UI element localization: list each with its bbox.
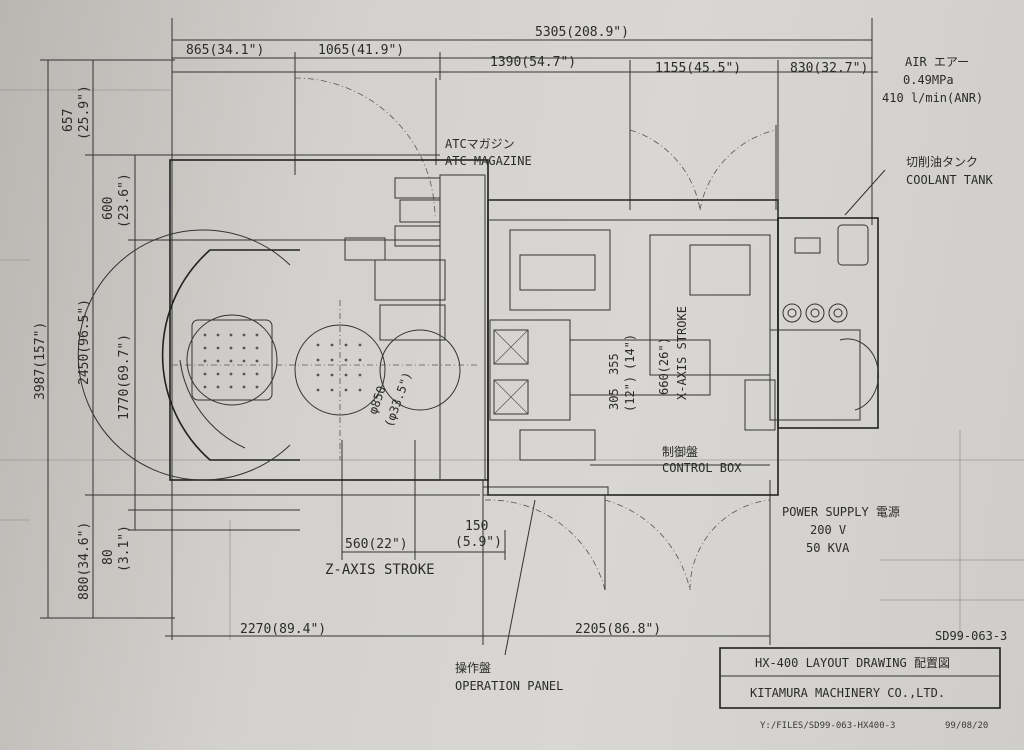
- dim-80-in: (3.1"): [117, 525, 132, 572]
- dim-150-in: (5.9"): [455, 535, 502, 550]
- drawing-date: 99/08/20: [945, 721, 988, 731]
- dim-150: 150: [465, 519, 488, 534]
- air-flow: 410 l/min(ANR): [882, 91, 983, 105]
- dim-657-in: (25.9"): [77, 85, 92, 140]
- dim-830: 830(32.7"): [790, 61, 868, 76]
- dim-1065: 1065(41.9"): [318, 43, 404, 58]
- dim-865: 865(34.1"): [186, 43, 264, 58]
- operation-panel-label-en: OPERATION PANEL: [455, 679, 563, 693]
- left-dimensions: [40, 59, 480, 619]
- power-supply-label: POWER SUPPLY 電源: [782, 505, 900, 519]
- operation-panel-label-jp: 操作盤: [455, 660, 491, 675]
- dim-1155: 1155(45.5"): [655, 61, 741, 76]
- dim-880: 880(34.6"): [77, 522, 92, 600]
- coolant-label-jp: 切削油タンク: [906, 155, 978, 169]
- dim-660: 660(26"): [657, 337, 671, 395]
- control-box-label-en: CONTROL BOX: [662, 461, 742, 475]
- dim-355-in: (14"): [623, 334, 637, 370]
- control-box-label-jp: 制御盤: [662, 444, 698, 459]
- dim-1390: 1390(54.7"): [490, 55, 576, 70]
- company-name: KITAMURA MACHINERY CO.,LTD.: [750, 686, 945, 700]
- dim-phi-850: φ850: [366, 384, 389, 416]
- air-pressure: 0.49MPa: [903, 73, 954, 87]
- drawing-title: HX-400 LAYOUT DRAWING 配置図: [755, 656, 950, 670]
- dim-2450: 2450(96.5"): [77, 299, 92, 385]
- x-axis-stroke-label: X-AXIS STROKE: [675, 306, 689, 400]
- atc-label-jp: ATCマガジン: [445, 137, 515, 151]
- dim-phi-850-in: (φ33.5"): [382, 370, 415, 429]
- dim-657: 657: [61, 109, 76, 132]
- title-block: SD99-063-3 HX-400 LAYOUT DRAWING 配置図 KIT…: [719, 629, 1007, 731]
- z-axis-stroke-label: Z-AXIS STROKE: [325, 562, 435, 578]
- dim-560: 560(22"): [345, 537, 408, 552]
- dim-2270: 2270(89.4"): [240, 622, 326, 637]
- background-show-through: [0, 89, 1024, 640]
- power-voltage: 200 V: [810, 523, 846, 537]
- dim-1770: 1770(69.7"): [117, 334, 132, 420]
- machine-body: [77, 159, 886, 656]
- dim-355: 355: [607, 353, 621, 375]
- dim-305-in: (12"): [623, 376, 637, 412]
- dim-3987: 3987(157"): [33, 322, 48, 400]
- air-label-jp: AIR エアー: [905, 55, 969, 69]
- file-path: Y:/FILES/SD99-063-HX400-3: [760, 721, 895, 731]
- dim-600: 600: [101, 197, 116, 220]
- dim-2205: 2205(86.8"): [575, 622, 661, 637]
- dim-overall-width: 5305(208.9"): [535, 25, 629, 40]
- dim-600-in: (23.6"): [117, 173, 132, 228]
- atc-label-en: ATC MAGAZINE: [445, 154, 532, 168]
- dimension-texts: 5305(208.9") 865(34.1") 1065(41.9") 1390…: [33, 25, 868, 637]
- label-texts: AIR エアー 0.49MPa 410 l/min(ANR) 切削油タンク CO…: [325, 55, 993, 693]
- top-dimensions: [171, 18, 878, 640]
- dim-80: 80: [101, 549, 116, 565]
- bottom-dimensions: [165, 440, 771, 645]
- coolant-label-en: COOLANT TANK: [906, 173, 993, 187]
- drawing-number: SD99-063-3: [935, 629, 1007, 643]
- dim-305: 305: [607, 388, 621, 410]
- door-swings: [294, 77, 777, 591]
- power-kva: 50 KVA: [806, 541, 850, 555]
